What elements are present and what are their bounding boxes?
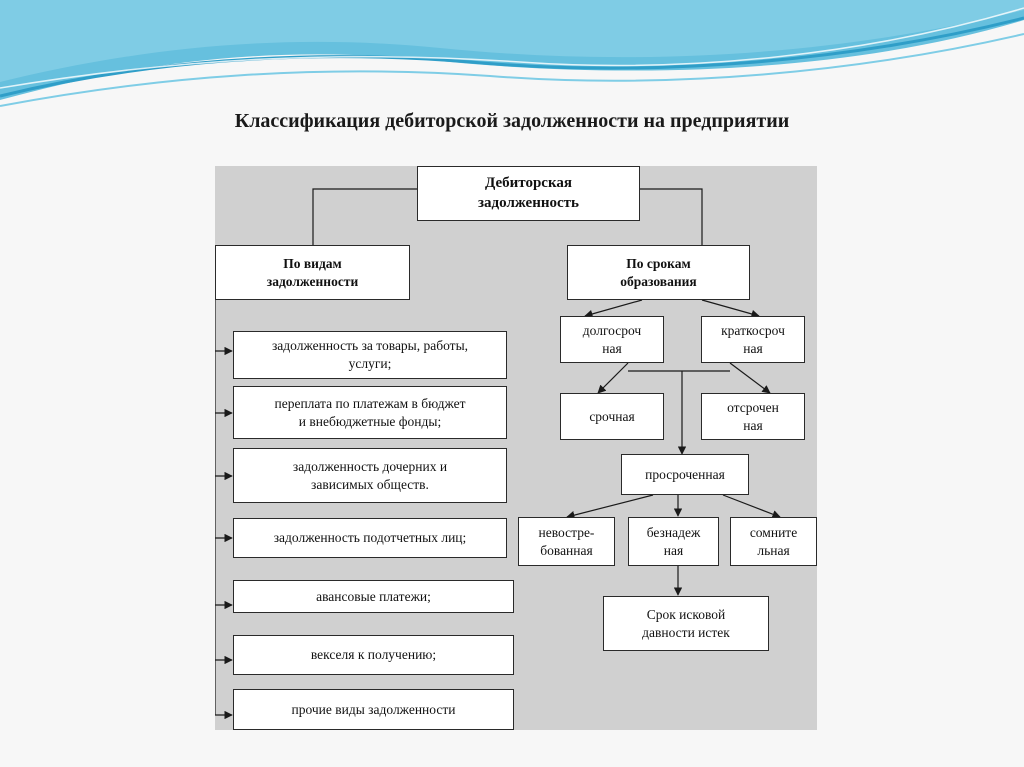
term-unclaimed: невостре- бованная bbox=[518, 517, 615, 566]
term-long-term: долгосроч ная bbox=[560, 316, 664, 363]
term-deferred: отсрочен ная bbox=[701, 393, 805, 440]
term-doubtful: сомните льная bbox=[730, 517, 817, 566]
header-by-type: По видам задолженности bbox=[215, 245, 410, 300]
term-short-term: краткосроч ная bbox=[701, 316, 805, 363]
term-overdue: просроченная bbox=[621, 454, 749, 495]
connector-lines bbox=[215, 188, 781, 720]
header-by-term: По срокам образования bbox=[567, 245, 750, 300]
slide-title: Классификация дебиторской задолженности … bbox=[234, 110, 790, 132]
type-item-budget-overpayment: переплата по платежам в бюджет и внебюдж… bbox=[233, 386, 507, 439]
type-item-goods-works: задолженность за товары, работы, услуги; bbox=[233, 331, 507, 379]
term-urgent: срочная bbox=[560, 393, 664, 440]
type-item-bills-receivable: векселя к получению; bbox=[233, 635, 514, 675]
term-hopeless: безнадеж ная bbox=[628, 517, 719, 566]
term-limitation-expired: Срок исковой давности истек bbox=[603, 596, 769, 651]
root-receivables: Дебиторская задолженность bbox=[417, 166, 640, 221]
header-wave-decoration bbox=[0, 0, 1024, 107]
classification-diagram: Дебиторская задолженность По видам задол… bbox=[215, 166, 817, 730]
type-item-advance-payments: авансовые платежи; bbox=[233, 580, 514, 613]
type-item-accountable-persons: задолженность подотчетных лиц; bbox=[233, 518, 507, 558]
type-item-subsidiaries: задолженность дочерних и зависимых общес… bbox=[233, 448, 507, 503]
type-item-other: прочие виды задолженности bbox=[233, 689, 514, 730]
